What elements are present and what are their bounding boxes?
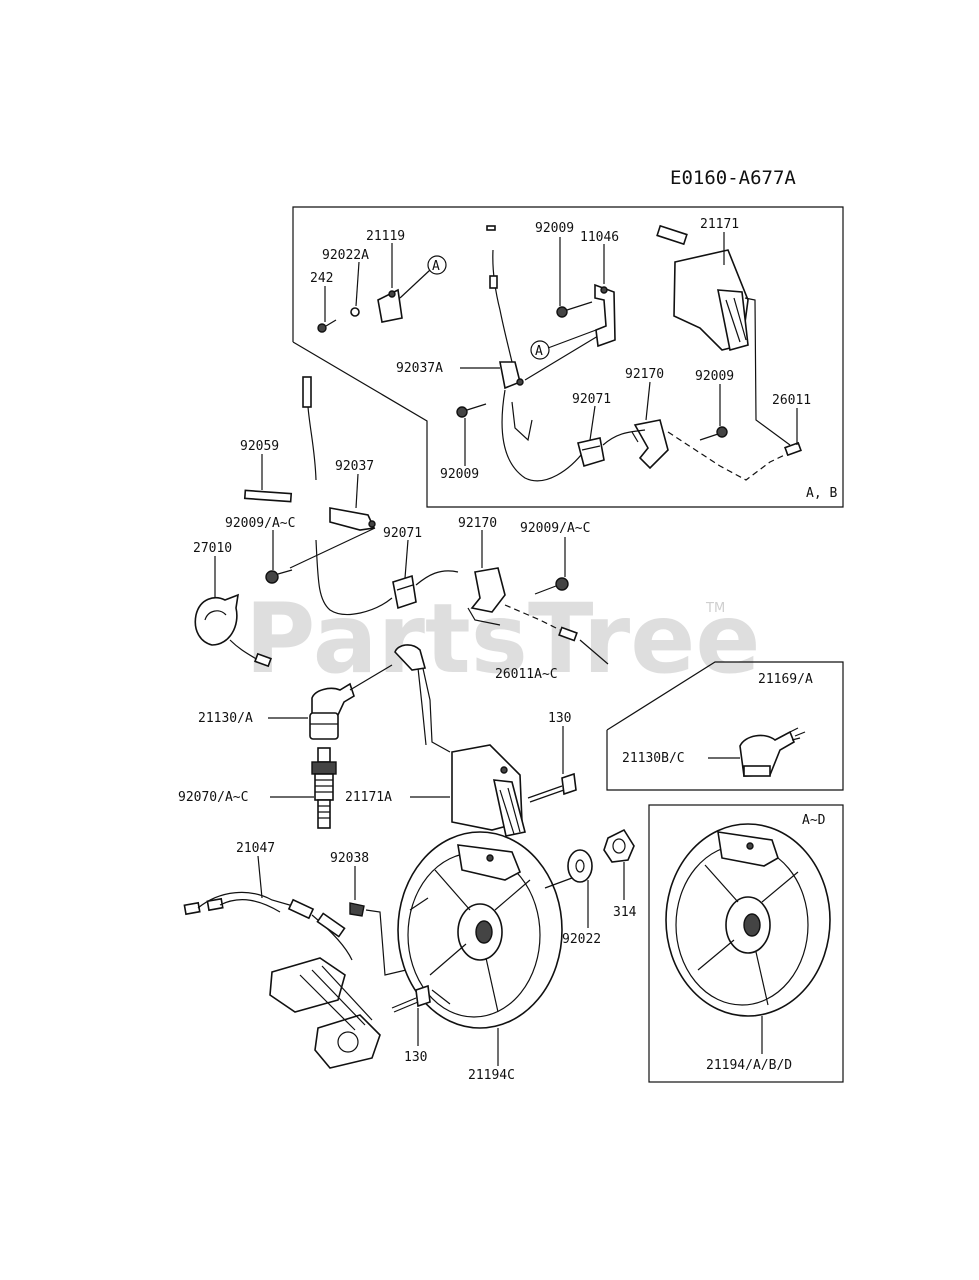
lead-wire-main [302, 376, 393, 616]
label-92022A: 92022A [322, 248, 369, 263]
clamp-92170-main[interactable] [467, 567, 506, 626]
screw-92009-ac-left[interactable] [265, 569, 293, 584]
label-21194ABD: 21194/A/B/D [706, 1058, 792, 1073]
screw-92009-right[interactable] [699, 426, 728, 441]
svg-text:A: A [535, 344, 543, 359]
inset-cap-frame: 21169/A [606, 661, 844, 791]
watermark-trademark: TM [705, 601, 725, 616]
key-92038[interactable] [349, 902, 365, 917]
label-21171: 21171 [700, 217, 739, 232]
callout-a-top: A [427, 255, 447, 275]
label-21047: 21047 [236, 841, 275, 856]
label-92009-c: 92009 [695, 369, 734, 384]
label-92009-b: 92009 [440, 467, 479, 482]
clip-92037A[interactable] [499, 361, 524, 390]
inset-flywheel-frame: A~D [648, 804, 844, 1083]
label-92059: 92059 [240, 439, 279, 454]
label-27010: 27010 [193, 541, 232, 556]
screw-92009-ac-right[interactable] [534, 577, 569, 595]
washer-92022[interactable] [567, 849, 593, 883]
bracket-21119[interactable] [377, 288, 403, 323]
clip-92037[interactable] [329, 507, 376, 531]
label-92022: 92022 [562, 932, 601, 947]
plug-26011[interactable] [784, 441, 802, 457]
spark-plug-92070[interactable] [311, 747, 337, 829]
label-92070ac: 92070/A~C [178, 790, 248, 805]
watermark-text: PartsTree [245, 583, 760, 695]
flywheel-21194ABD[interactable] [665, 823, 831, 1017]
label-92037A: 92037A [396, 361, 443, 376]
screw-92009-mid[interactable] [456, 403, 487, 418]
label-21130A: 21130/A [198, 711, 253, 726]
grommet-92071-top[interactable] [577, 437, 605, 468]
ignition-coil-21171[interactable] [656, 224, 749, 352]
bracket-11046[interactable] [594, 283, 616, 348]
label-130-a: 130 [548, 711, 571, 726]
label-21119: 21119 [366, 229, 405, 244]
grommet-92071-main[interactable] [392, 574, 417, 610]
cap-27010[interactable] [194, 593, 272, 668]
label-26011ac: 26011A~C [495, 667, 558, 682]
inset-top-frame: A, B [292, 206, 844, 508]
tube-92059[interactable] [243, 489, 293, 503]
label-130-b: 130 [404, 1050, 427, 1065]
bolt-130-lower[interactable] [391, 984, 431, 1013]
label-21171A: 21171A [345, 790, 392, 805]
label-92071-b: 92071 [383, 526, 422, 541]
ignition-coil-21171A[interactable] [451, 744, 526, 837]
label-21130BC: 21130B/C [622, 751, 685, 766]
label-11046: 11046 [580, 230, 619, 245]
svg-text:A: A [432, 259, 440, 274]
inset-flywheel-variant: A~D [802, 813, 826, 828]
washer-92022A[interactable] [350, 307, 360, 317]
diagram-code: E0160-A677A [670, 167, 796, 189]
label-92170-b: 92170 [458, 516, 497, 531]
clamp-92170-top[interactable] [631, 419, 669, 470]
label-92009-ac-b: 92009/A~C [520, 521, 590, 536]
bolt-130-upper[interactable] [527, 772, 577, 803]
ht-lead-boot [394, 644, 427, 671]
label-92009-a: 92009 [535, 221, 574, 236]
screw-92009-top[interactable] [556, 301, 593, 318]
label-21194C: 21194C [468, 1068, 515, 1083]
callout-a-mid: A [530, 340, 550, 360]
inset-cap-variant: 21169/A [758, 672, 813, 687]
wire-26011-path [667, 431, 796, 481]
label-92038: 92038 [330, 851, 369, 866]
label-242: 242 [310, 271, 333, 286]
label-92009-ac-a: 92009/A~C [225, 516, 295, 531]
label-92071-a: 92071 [572, 392, 611, 407]
label-26011: 26011 [772, 393, 811, 408]
flywheel-21194C[interactable] [397, 831, 563, 1029]
plug-cap-21130BC[interactable] [739, 727, 806, 777]
screw-242[interactable] [317, 319, 337, 333]
plug-26011ac[interactable] [558, 626, 578, 642]
nut-314[interactable] [603, 828, 635, 863]
inset-top-variant: A, B [806, 486, 837, 501]
exciter-coil-21047[interactable] [183, 891, 381, 1069]
label-92037: 92037 [335, 459, 374, 474]
lead-wire-top [486, 225, 586, 482]
plug-cap-21130A[interactable] [309, 682, 355, 740]
label-92170-a: 92170 [625, 367, 664, 382]
wire-26011ac-path [504, 604, 561, 631]
label-314: 314 [613, 905, 637, 920]
